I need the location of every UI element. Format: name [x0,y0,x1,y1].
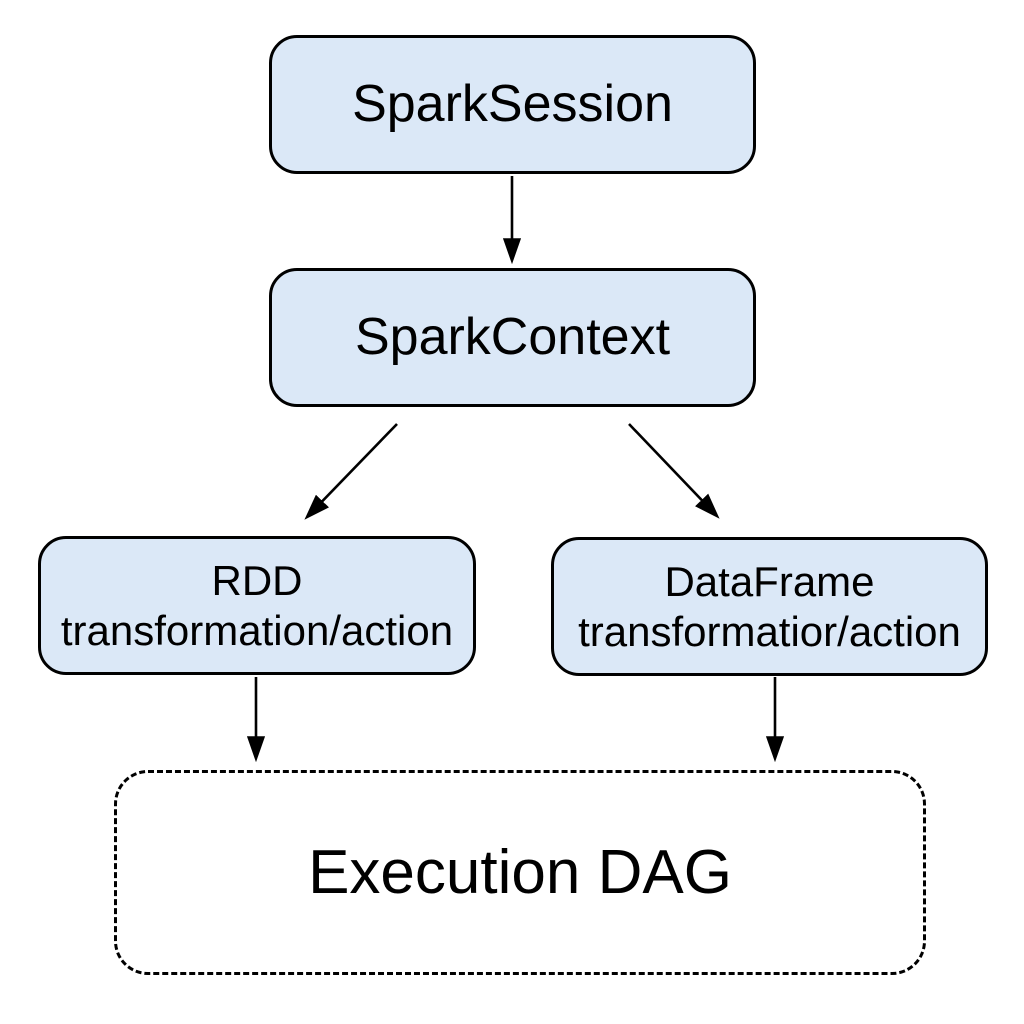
arrow-sparkcontext-to-dataframe-icon [628,423,720,519]
node-rdd-label-line1: RDD [211,556,303,604]
node-execution-dag: Execution DAG [114,770,926,975]
node-rdd-label-line2: transformation/action [60,606,454,654]
node-sparkcontext-label: SparkContext [354,307,671,366]
node-execution-dag-label: Execution DAG [308,837,732,907]
node-rdd-transformation-action: RDD transformation/action [38,536,476,675]
node-sparkcontext: SparkContext [269,268,756,407]
node-dataframe-label-line2: transformatior/action [578,607,961,655]
node-sparksession: SparkSession [269,35,756,174]
node-dataframe-label-line1: DataFrame [664,557,875,605]
node-sparksession-label: SparkSession [352,74,673,133]
node-dataframe-transformation-action: DataFrame transformatior/action [551,537,988,676]
arrow-sparkcontext-to-rdd-icon [304,423,398,520]
